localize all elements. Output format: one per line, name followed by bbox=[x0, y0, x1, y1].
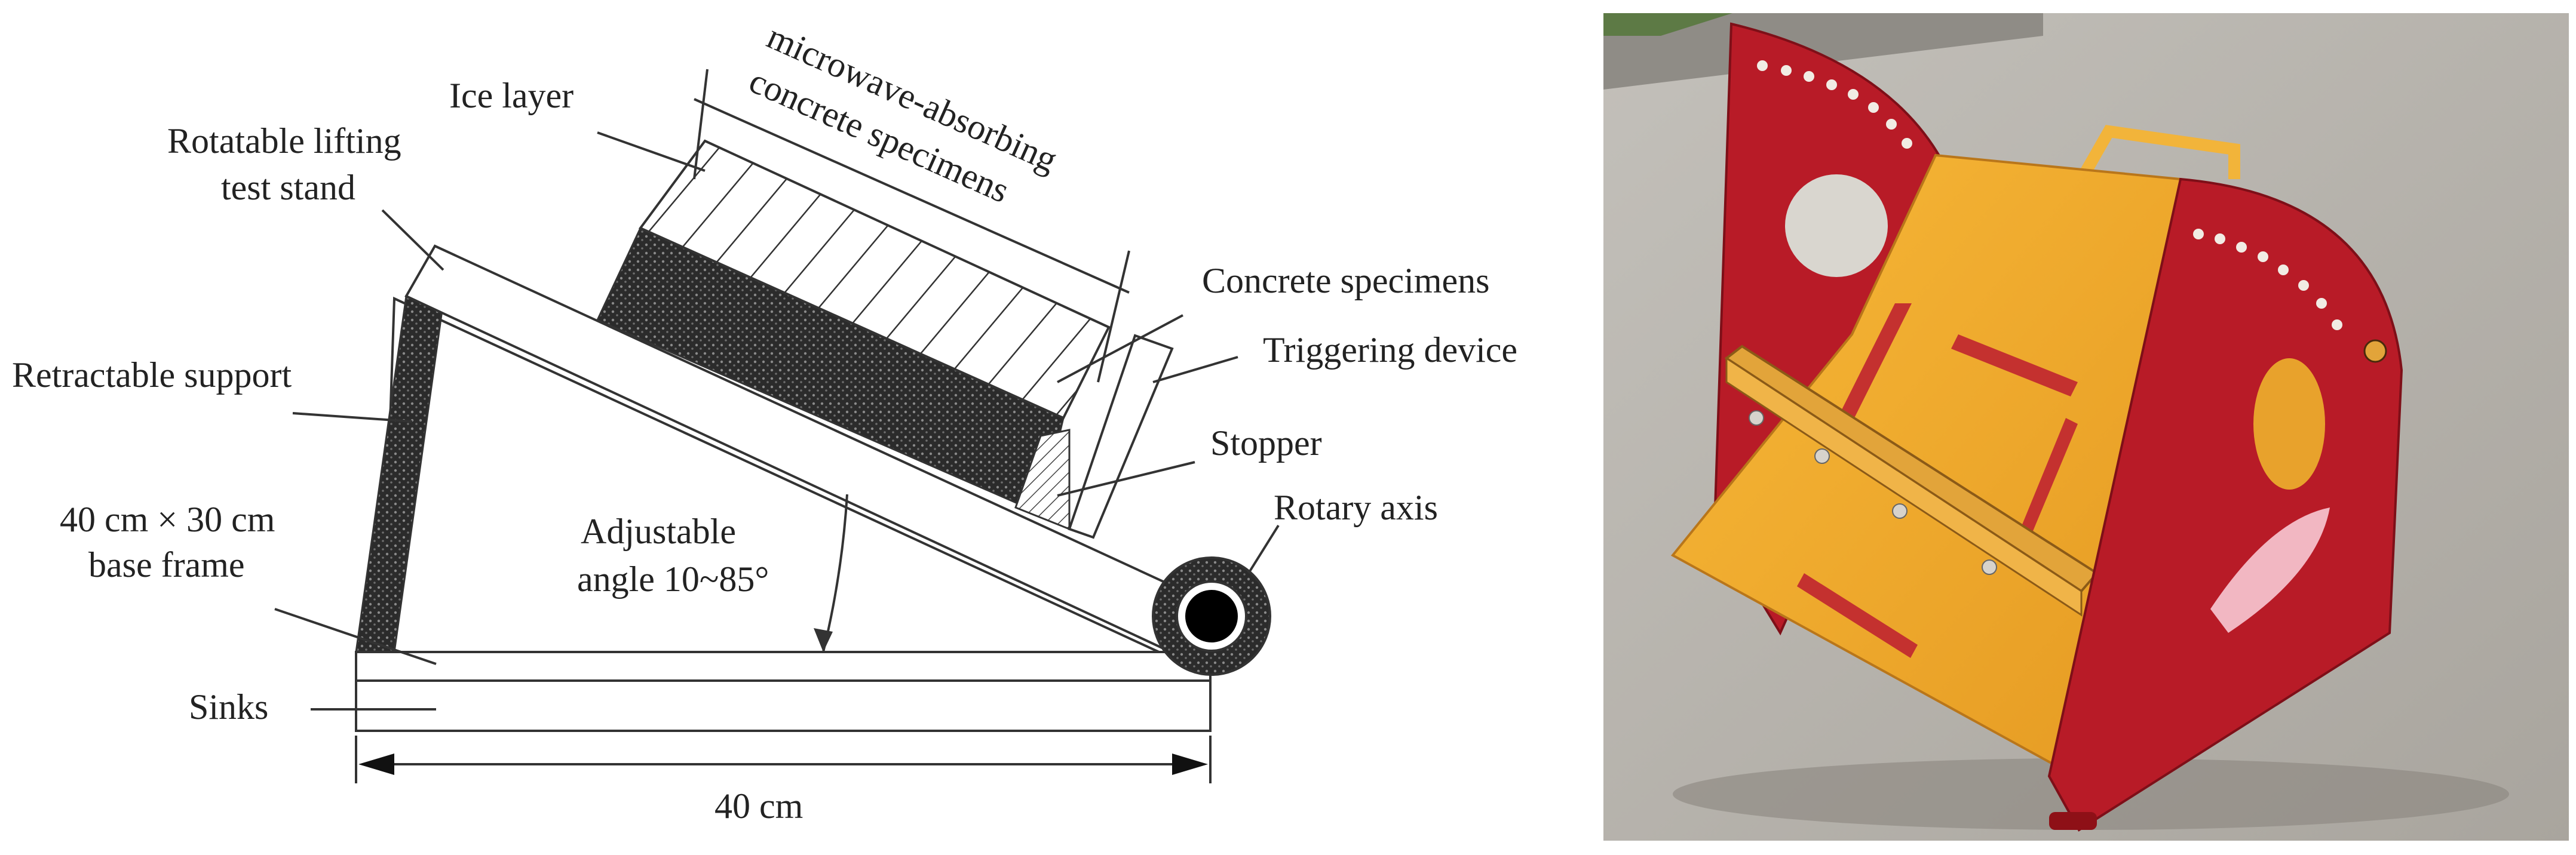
label-sinks: Sinks bbox=[189, 687, 268, 727]
leader-lines bbox=[274, 131, 1280, 711]
label-rotatable-line2: test stand bbox=[221, 168, 355, 207]
photo-bolts bbox=[1749, 410, 1997, 575]
photo-curb bbox=[1603, 13, 2043, 90]
label-retractable-support: Retractable support bbox=[12, 355, 292, 395]
label-base-frame-line1: 40 cm × 30 cm bbox=[60, 500, 275, 539]
label-concrete-specimens: Concrete specimens bbox=[1202, 261, 1490, 300]
label-base-frame-line2: base frame bbox=[88, 545, 245, 585]
label-width-dimension: 40 cm bbox=[714, 786, 803, 826]
width-dimension-arrow bbox=[355, 736, 1212, 783]
photo-right-red-panel bbox=[2047, 177, 2403, 832]
label-triggering-device: Triggering device bbox=[1263, 330, 1517, 370]
photo-handle bbox=[2080, 125, 2240, 179]
schematic-diagram: Ice layer Rotatable lifting test stand m… bbox=[12, 17, 1517, 826]
sinks-box bbox=[355, 651, 1212, 732]
rotary-axis bbox=[1152, 556, 1271, 676]
label-rotary-axis: Rotary axis bbox=[1274, 488, 1438, 527]
label-ice-layer: Ice layer bbox=[449, 76, 574, 115]
angle-arc-arrow bbox=[814, 628, 833, 652]
label-adjustable-line2: angle 10~85° bbox=[577, 559, 769, 599]
test-stand-photo bbox=[1603, 13, 2569, 841]
ice-layer-block bbox=[638, 139, 1111, 420]
label-rotatable-line1: Rotatable lifting bbox=[167, 121, 401, 161]
label-adjustable-line1: Adjustable bbox=[581, 512, 736, 551]
photo-panel-holes bbox=[1757, 60, 2342, 330]
specimen-dimension-bracket bbox=[693, 69, 1130, 383]
label-stopper: Stopper bbox=[1210, 423, 1322, 463]
